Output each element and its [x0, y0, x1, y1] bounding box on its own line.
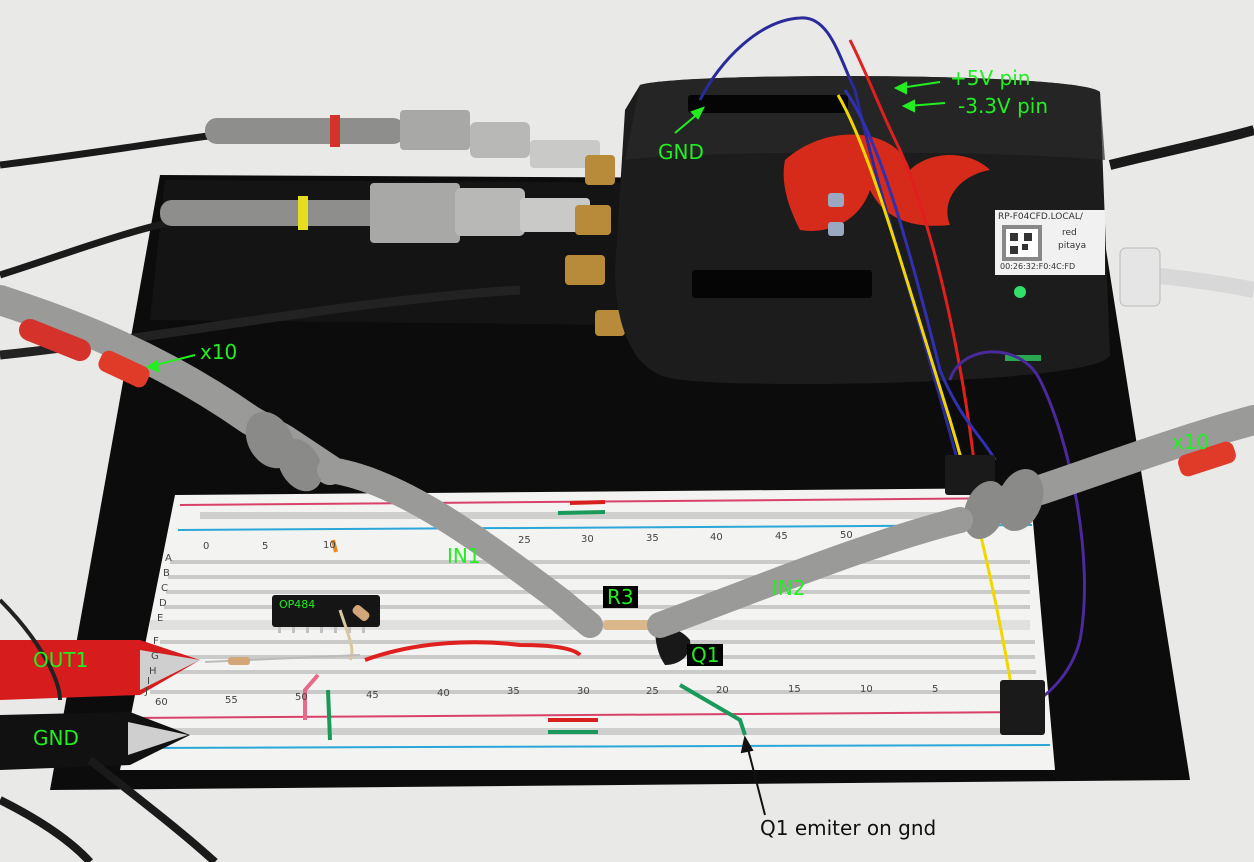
bb-top-num: 35	[646, 533, 659, 544]
bb-top-num: 40	[710, 532, 723, 543]
q1-label: Q1	[687, 644, 724, 666]
wire-green-emitter	[678, 683, 747, 736]
led-2	[828, 222, 844, 236]
ethernet-cable	[1149, 267, 1254, 298]
device-hostname: RP-F04CFD.LOCAL/	[998, 212, 1083, 222]
bb-row-letter: J	[145, 686, 148, 697]
wire-red-5v	[848, 39, 977, 471]
x10-left-label: x10	[200, 340, 238, 364]
probe-body-2	[160, 200, 390, 226]
bb-bottom-num: 30	[577, 686, 590, 697]
r3-resistor	[603, 620, 653, 630]
sma-connector-1	[585, 155, 615, 185]
probe-right-body	[975, 405, 1254, 520]
probe-left-switch	[98, 350, 150, 388]
probe-left-body	[0, 285, 345, 485]
brand-line1: red	[1062, 228, 1077, 238]
bb-row-letter: C	[161, 583, 168, 594]
bb-row-letter: H	[149, 666, 157, 677]
x10-right-label: x10	[1172, 430, 1210, 454]
gnd-clip-label: GND	[33, 726, 79, 750]
ethernet-plug	[1119, 247, 1161, 307]
led-1	[828, 193, 844, 207]
bb-top-num: 45	[775, 531, 788, 542]
bb-bottom-num: 10	[860, 684, 873, 695]
annotation-arrows	[145, 81, 946, 373]
bb-top-num: 0	[203, 541, 210, 552]
bb-top-num: 50	[840, 530, 853, 541]
r3-label: R3	[603, 586, 638, 608]
bb-top-num: 5	[262, 541, 269, 552]
bb-row-letter: D	[159, 598, 167, 609]
device-mac: 00:26:32:F0:4C:FD	[1000, 262, 1076, 271]
bb-row-letter: B	[163, 568, 170, 579]
probe-body-1	[205, 118, 405, 144]
bb-bottom-num: 15	[788, 684, 801, 695]
minus33v-label: -3.3V pin	[958, 94, 1048, 118]
sma-connector-3	[565, 255, 605, 285]
bb-row-letter: G	[151, 651, 159, 662]
sma-connector-4	[595, 310, 625, 336]
bb-row-letter: E	[157, 613, 164, 624]
bb-bottom-num: 5	[932, 684, 939, 695]
op484-chip	[272, 595, 380, 627]
in1-label: IN1	[447, 544, 481, 568]
emitter-arrow	[740, 735, 766, 816]
bb-top-num: 30	[581, 534, 594, 545]
bb-bottom-num: 40	[437, 688, 450, 699]
q1-transistor	[655, 628, 691, 665]
status-led	[1014, 286, 1026, 298]
bb-bottom-num: 55	[225, 695, 238, 706]
power-cable	[1108, 125, 1254, 170]
bb-top-num: 25	[518, 535, 531, 546]
gpio-slot	[688, 95, 848, 113]
bb-bottom-num: 45	[366, 690, 379, 701]
bb-bottom-num: 35	[507, 686, 520, 697]
bb-bottom-num: 20	[716, 685, 729, 696]
gnd-top-label: GND	[658, 140, 704, 164]
bb-row-letter: A	[165, 553, 172, 564]
wire-red-feedback	[364, 640, 582, 662]
probe-right-tip	[647, 507, 973, 638]
probe-right-switch	[1178, 441, 1236, 477]
plus5v-label: +5V pin	[950, 66, 1031, 90]
bb-bottom-num: 50	[295, 692, 308, 703]
bb-bottom-num: 25	[646, 686, 659, 697]
in2-label: IN2	[772, 576, 806, 600]
out1-label: OUT1	[33, 648, 89, 672]
wire-yellow	[836, 94, 1014, 691]
bb-top-num: 10	[323, 540, 336, 551]
wire-blue-2	[843, 89, 997, 461]
op484-label: OP484	[279, 598, 316, 611]
brand-line2: pitaya	[1058, 241, 1087, 251]
bb-row-letter: I	[147, 676, 150, 687]
sma-connector-2	[575, 205, 611, 235]
probe-left-tip	[317, 457, 603, 638]
bb-row-letter: F	[153, 636, 159, 647]
bb-bottom-num: 60	[155, 697, 168, 708]
q1-emitter-label: Q1 emiter on gnd	[760, 816, 937, 840]
